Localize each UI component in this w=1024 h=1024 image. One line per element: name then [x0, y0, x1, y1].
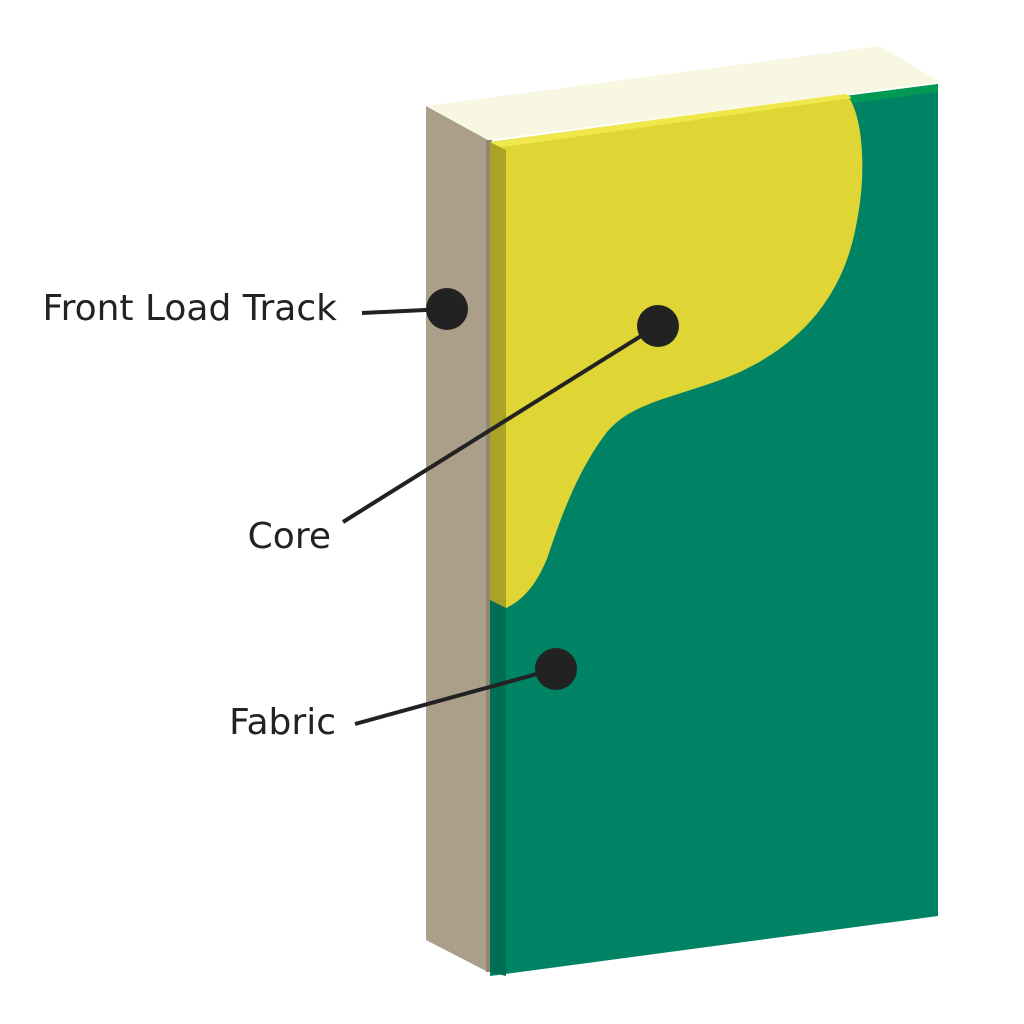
core-leader-line — [341, 324, 659, 524]
core-label: Core — [248, 516, 331, 557]
core-marker — [637, 305, 679, 347]
front-load-track-marker — [426, 288, 468, 330]
fabric-marker — [535, 648, 577, 690]
front-load-track-side-face — [426, 106, 488, 972]
front-load-track-label: Front Load Track — [42, 288, 337, 329]
core-exposed-face — [490, 94, 863, 608]
core-side-edge — [490, 142, 506, 608]
fabric-leader-line — [354, 667, 556, 726]
fabric-label: Fabric — [229, 702, 336, 743]
front-load-track-top-face — [426, 46, 940, 140]
fabric-side-edge — [490, 600, 506, 976]
core-top-edge — [490, 94, 852, 148]
